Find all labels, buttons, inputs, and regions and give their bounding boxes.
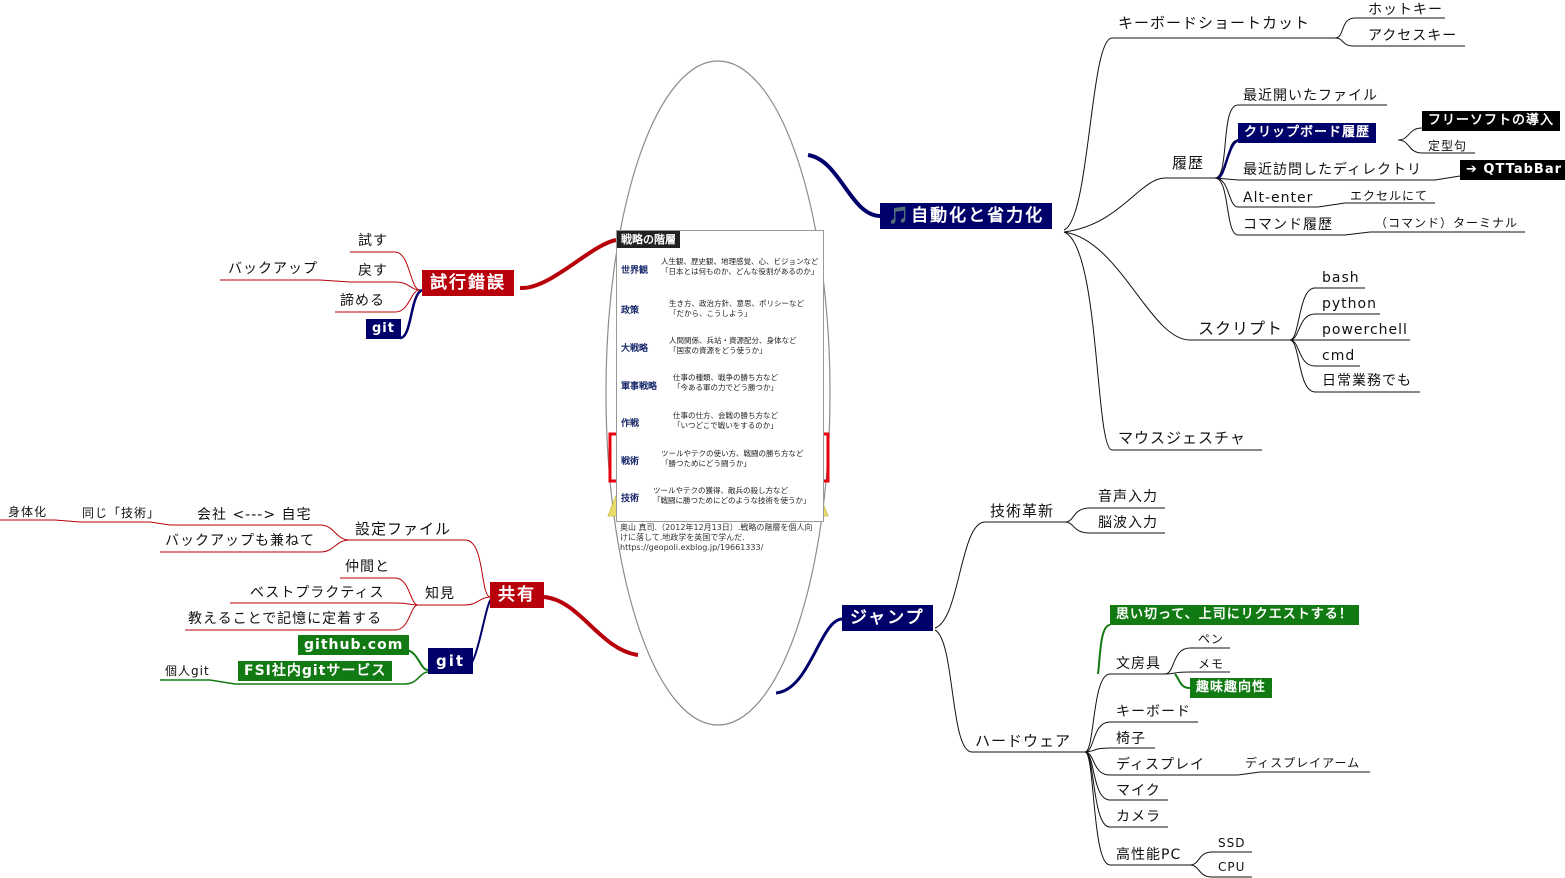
- node-pc[interactable]: 高性能PC: [1116, 847, 1182, 863]
- node-trial-git[interactable]: git: [366, 319, 401, 339]
- node-recent-files[interactable]: 最近開いたファイル: [1243, 88, 1378, 104]
- node-mic[interactable]: マイク: [1116, 783, 1161, 799]
- pyramid-level-desc: 「戦闘に勝つためにどのような技術を使うか」: [653, 496, 811, 505]
- node-fsi-git[interactable]: FSI社内gitサービス: [238, 661, 393, 681]
- pyramid-level-desc: 「国家の資源をどう使うか」: [669, 346, 767, 355]
- node-cpu[interactable]: CPU: [1218, 860, 1246, 874]
- node-stationery[interactable]: 文房具: [1116, 656, 1161, 672]
- node-camera[interactable]: カメラ: [1116, 809, 1161, 825]
- node-innovation[interactable]: 技術革新: [990, 502, 1055, 520]
- node-share-git[interactable]: git: [428, 648, 474, 674]
- node-github[interactable]: github.com: [298, 635, 410, 655]
- node-keyboard[interactable]: キーボード: [1116, 704, 1191, 720]
- node-teach[interactable]: 教えることで記憶に定着する: [188, 611, 383, 627]
- node-terminal[interactable]: （コマンド）ターミナル: [1375, 216, 1519, 230]
- pyramid-level-desc: 「だから、こうしよう」: [669, 309, 752, 318]
- node-trial-and-error[interactable]: 試行錯誤: [422, 270, 514, 296]
- node-history[interactable]: 履歴: [1172, 154, 1205, 172]
- node-recent-dirs[interactable]: 最近訪問したディレクトリ: [1243, 162, 1423, 178]
- node-best-practice[interactable]: ベストプラクティス: [250, 585, 385, 601]
- node-accesskey[interactable]: アクセスキー: [1368, 28, 1458, 44]
- node-backup[interactable]: バックアップ: [228, 261, 318, 277]
- pyramid-level-desc: 人生観、歴史観、地理感覚、心、ビジョンなど: [661, 257, 819, 266]
- pyramid-level-desc: 「いつどこで戦いをするのか」: [673, 421, 778, 430]
- node-memo[interactable]: メモ: [1198, 657, 1225, 671]
- pyramid-level-name: 作戦: [621, 419, 640, 429]
- node-voice-input[interactable]: 音声入力: [1098, 489, 1158, 505]
- node-powershell[interactable]: powerchell: [1322, 322, 1408, 338]
- node-automation[interactable]: 🎵自動化と省力化: [880, 203, 1053, 229]
- pyramid-level-desc: 仕事の種類、戦争の勝ち方など: [673, 373, 778, 382]
- pyramid-level-desc: ツールやテクの使い方、戦闘の勝ち方など: [661, 449, 804, 458]
- node-company-home[interactable]: 会社 <---> 自宅: [197, 507, 312, 523]
- node-mouse-gesture[interactable]: マウスジェスチャ: [1118, 429, 1246, 447]
- node-try[interactable]: 試す: [358, 233, 388, 249]
- node-freesoft[interactable]: フリーソフトの導入: [1422, 111, 1561, 131]
- node-pen[interactable]: ペン: [1198, 632, 1225, 646]
- pyramid-level-name: 戦術: [621, 457, 640, 467]
- node-give-up[interactable]: 諦める: [340, 293, 385, 309]
- node-hardware[interactable]: ハードウェア: [975, 732, 1072, 750]
- node-backup-too[interactable]: バックアップも兼ねて: [165, 533, 315, 549]
- node-ssd[interactable]: SSD: [1218, 836, 1246, 850]
- node-hobby[interactable]: 趣味趣向性: [1190, 678, 1273, 698]
- pyramid-level-desc: 人間関係、兵站・資源配分、身体など: [669, 336, 797, 345]
- pyramid-level-desc: 「日本とは何ものか、どんな役割があるのか」: [661, 267, 819, 276]
- node-embody[interactable]: 身体化: [8, 505, 48, 519]
- node-friends[interactable]: 仲間と: [345, 559, 390, 575]
- node-script[interactable]: スクリプト: [1198, 319, 1284, 338]
- node-knowledge[interactable]: 知見: [425, 586, 455, 602]
- node-brainwave-input[interactable]: 脳波入力: [1098, 515, 1158, 531]
- node-settings-file[interactable]: 設定ファイル: [355, 520, 452, 538]
- node-keyboard-shortcut[interactable]: キーボードショートカット: [1118, 14, 1311, 32]
- branch-trial: [519, 238, 617, 291]
- node-revert[interactable]: 戻す: [358, 263, 388, 279]
- pyramid-level-name: 大戦略: [621, 344, 649, 354]
- node-chair[interactable]: 椅子: [1116, 731, 1146, 747]
- node-command-history[interactable]: コマンド履歴: [1243, 217, 1333, 233]
- branch-jump: [775, 617, 843, 695]
- node-cmd[interactable]: cmd: [1322, 348, 1356, 364]
- pyramid-level-name: 技術: [621, 494, 640, 504]
- image-credit: 奥山 真司.（2012年12月13日）.戦略の階層を個人向けに落して.地政学を英…: [620, 523, 813, 552]
- node-python[interactable]: python: [1322, 296, 1377, 312]
- node-personal-git[interactable]: 個人git: [165, 664, 210, 678]
- pyramid-level-desc: 生き方、政治方針、意思、ポリシーなど: [669, 299, 804, 308]
- pyramid-level-name: 政策: [621, 306, 640, 316]
- node-hotkey[interactable]: ホットキー: [1368, 2, 1443, 18]
- branch-share: [543, 595, 639, 657]
- strategy-hierarchy-image[interactable]: 戦略の階層 世界観 人生観、歴史観、地理感覚、心、ビジョンなど 「日本とは何もの…: [616, 230, 824, 522]
- node-fixed-phrase[interactable]: 定型句: [1428, 139, 1468, 153]
- pyramid-level-desc: 「勝つためにどう闘うか」: [661, 459, 751, 468]
- pyramid-level-desc: 「今ある軍の力でどう勝つか」: [673, 383, 778, 392]
- node-display-arm[interactable]: ディスプレイアーム: [1245, 756, 1361, 770]
- pyramid-level-desc: 仕事の仕方、会戦の勝ち方など: [673, 411, 778, 420]
- node-display[interactable]: ディスプレイ: [1116, 757, 1206, 773]
- node-share[interactable]: 共有: [490, 582, 544, 608]
- pyramid-level-name: 軍事戦略: [621, 382, 658, 392]
- pyramid-level-desc: ツールやテクの獲得、敵兵の殺し方など: [653, 486, 788, 495]
- pyramid-title: 戦略の階層: [617, 231, 680, 248]
- node-excel[interactable]: エクセルにて: [1350, 189, 1429, 203]
- node-bash[interactable]: bash: [1322, 270, 1360, 286]
- node-same-tech[interactable]: 同じ「技術」: [82, 506, 161, 520]
- node-request[interactable]: 思い切って、上司にリクエストする！: [1110, 605, 1359, 625]
- node-alt-enter[interactable]: Alt-enter: [1243, 190, 1314, 206]
- node-qttabbar[interactable]: ➔ QTTabBar: [1460, 160, 1565, 180]
- node-daily[interactable]: 日常業務でも: [1322, 373, 1412, 389]
- pyramid-level-name: 世界観: [621, 266, 649, 276]
- node-jump[interactable]: ジャンプ: [842, 605, 933, 631]
- branch-automation: [807, 153, 881, 218]
- node-clipboard-history[interactable]: クリップボード履歴: [1238, 123, 1377, 143]
